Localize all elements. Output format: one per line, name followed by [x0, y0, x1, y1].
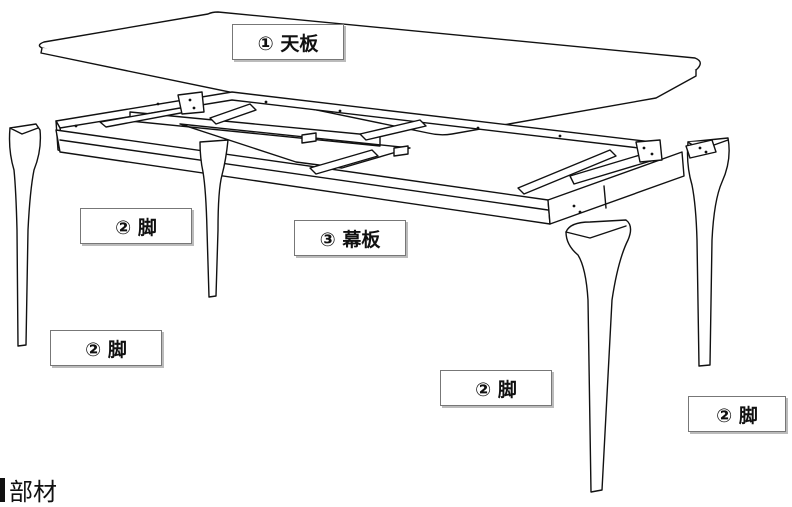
section-heading: 部材	[0, 472, 57, 507]
leg-front-left	[199, 139, 229, 298]
leg-back-right	[686, 137, 730, 367]
apron-frame	[55, 91, 717, 225]
label-apron-frame: ③ 幕板	[294, 220, 406, 256]
table-top-panel	[38, 11, 701, 136]
label-leg-front-left: ② 脚	[50, 330, 162, 366]
label-leg-front-right: ② 脚	[440, 370, 552, 406]
label-leg-back-left: ② 脚	[80, 208, 192, 244]
heading-bar	[0, 477, 5, 502]
label-table-top: ① 天板	[232, 24, 344, 60]
leg-back-left	[8, 123, 42, 347]
leg-front-right	[565, 219, 632, 493]
label-leg-back-right: ② 脚	[688, 396, 786, 432]
section-heading-text: 部材	[9, 478, 57, 506]
